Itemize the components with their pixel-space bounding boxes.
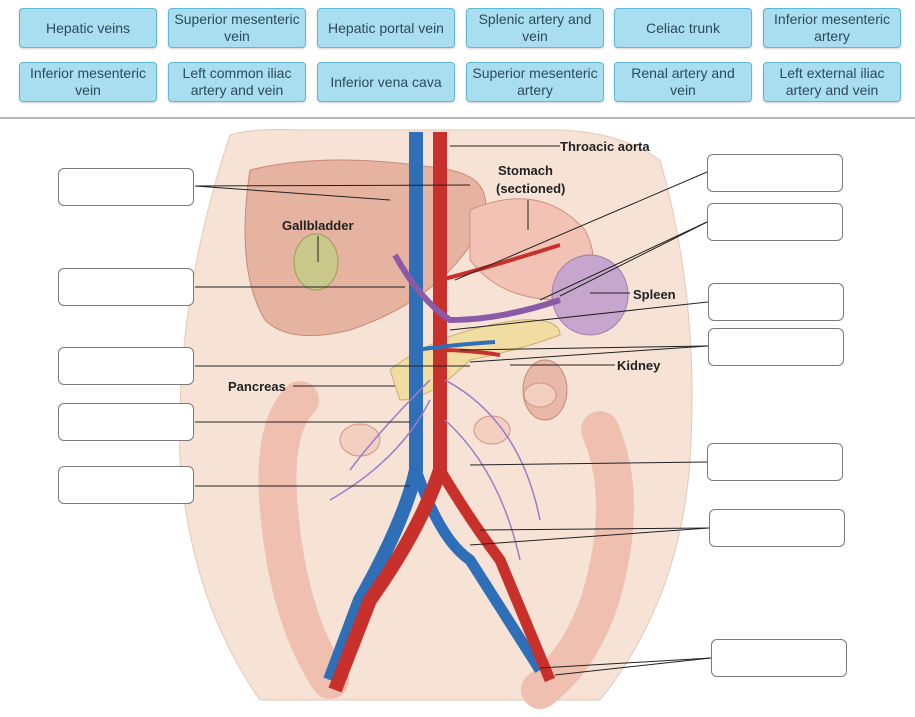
label-thoracic-aorta: Throacic aorta [560, 139, 650, 154]
label-spleen: Spleen [633, 287, 676, 302]
tile-superior-mesenteric-vein[interactable]: Superior mesenteric vein [168, 8, 306, 48]
tile-inferior-vena-cava[interactable]: Inferior vena cava [317, 62, 455, 102]
label-stomach-sectioned: (sectioned) [496, 181, 565, 196]
drop-target-11[interactable] [709, 509, 845, 547]
drop-target-6[interactable] [707, 154, 843, 192]
drop-target-7[interactable] [707, 203, 843, 241]
drop-target-9[interactable] [708, 328, 844, 366]
tile-celiac-trunk[interactable]: Celiac trunk [614, 8, 752, 48]
label-gallbladder: Gallbladder [282, 218, 354, 233]
tile-left-common-iliac[interactable]: Left common iliac artery and vein [168, 62, 306, 102]
tile-hepatic-veins[interactable]: Hepatic veins [19, 8, 157, 48]
drop-target-4[interactable] [58, 403, 194, 441]
tile-splenic-artery-and-vein[interactable]: Splenic artery and vein [466, 8, 604, 48]
drop-target-1[interactable] [58, 168, 194, 206]
drop-target-12[interactable] [711, 639, 847, 677]
tile-hepatic-portal-vein[interactable]: Hepatic portal vein [317, 8, 455, 48]
drop-target-5[interactable] [58, 466, 194, 504]
label-kidney: Kidney [617, 358, 660, 373]
word-bank: Hepatic veins Superior mesenteric vein H… [0, 0, 915, 119]
tile-superior-mesenteric-artery[interactable]: Superior mesenteric artery [466, 62, 604, 102]
drop-target-3[interactable] [58, 347, 194, 385]
tile-renal-artery-and-vein[interactable]: Renal artery and vein [614, 62, 752, 102]
drop-target-8[interactable] [708, 283, 844, 321]
drop-target-10[interactable] [707, 443, 843, 481]
label-pancreas: Pancreas [228, 379, 286, 394]
label-stomach: Stomach [498, 163, 553, 178]
tile-left-external-iliac[interactable]: Left external iliac artery and vein [763, 62, 901, 102]
drop-target-2[interactable] [58, 268, 194, 306]
tile-inferior-mesenteric-artery[interactable]: Inferior mesenteric artery [763, 8, 901, 48]
tile-inferior-mesenteric-vein[interactable]: Inferior mesenteric vein [19, 62, 157, 102]
